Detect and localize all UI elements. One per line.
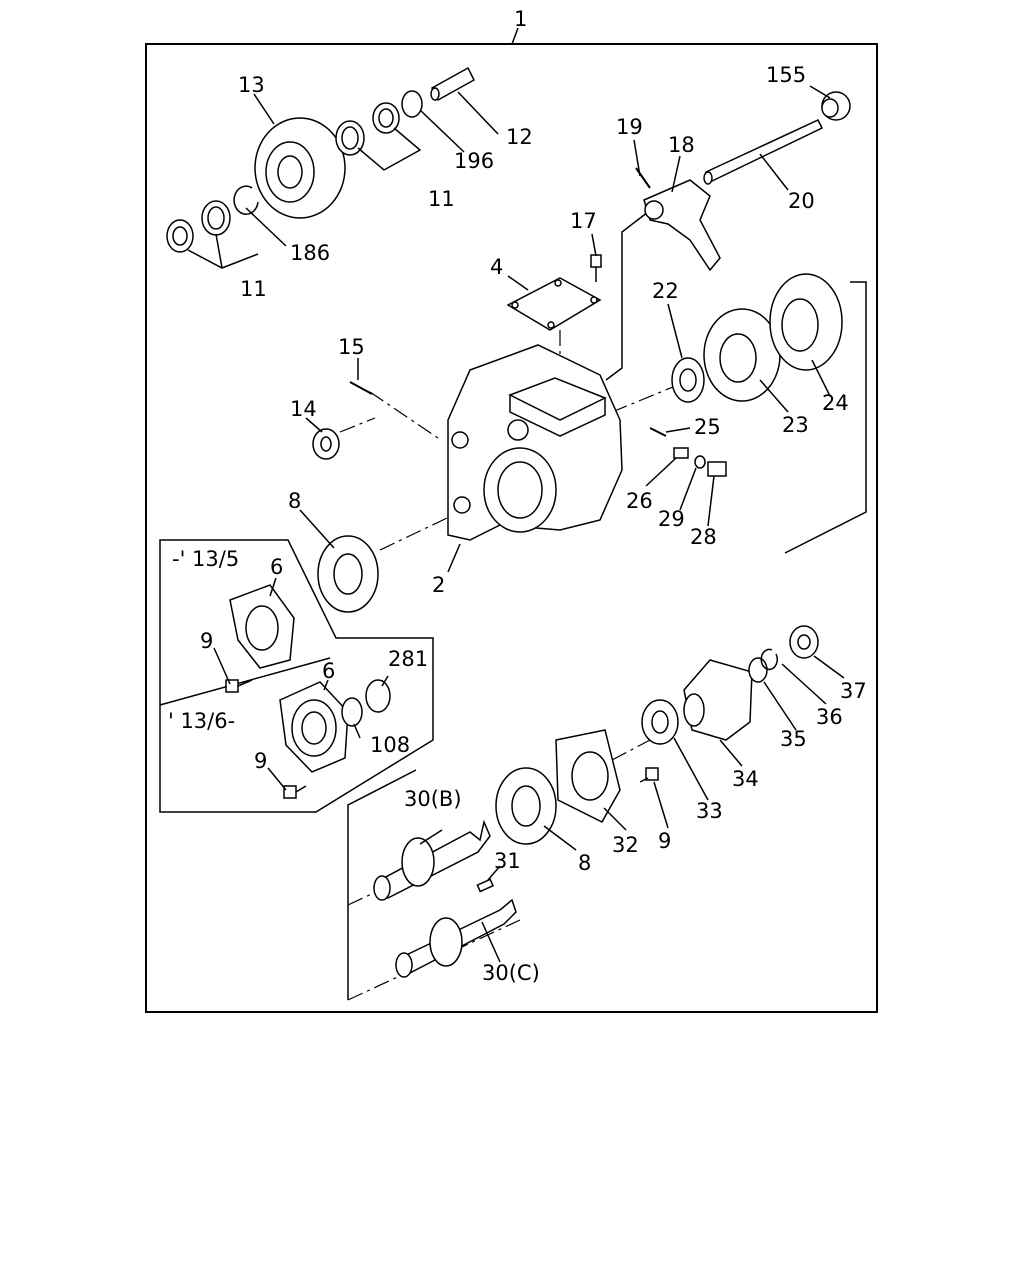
callout-186: 186	[290, 241, 330, 265]
shaft-12	[430, 66, 475, 102]
callout-23: 23	[782, 413, 809, 437]
snap-ring-36	[760, 648, 779, 671]
callout-34: 34	[732, 767, 759, 791]
callout-26: 26	[626, 489, 653, 513]
bearing-14	[312, 428, 340, 460]
assembly-frame	[145, 43, 878, 1013]
callout-6-upto: 6	[270, 555, 283, 579]
callout-11-upper: 11	[428, 187, 455, 211]
snap-ring-186	[233, 185, 259, 215]
ring-196	[401, 90, 423, 118]
variant-divider	[159, 657, 331, 706]
flange-6-upto	[229, 584, 295, 669]
nut-37	[789, 625, 819, 659]
pin-25	[649, 427, 667, 437]
washer-35	[748, 657, 768, 683]
key-31	[476, 878, 495, 893]
callout-196: 196	[454, 149, 494, 173]
flange-6-from	[279, 681, 349, 773]
callout-9-from: 9	[254, 749, 267, 773]
output-shaft-30c	[395, 898, 517, 978]
callout-9-lower: 9	[658, 829, 671, 853]
callout-22: 22	[652, 279, 679, 303]
cover-4	[506, 277, 602, 331]
callout-18: 18	[668, 133, 695, 157]
bearing-11-left	[166, 200, 231, 253]
pin-19	[635, 167, 651, 189]
callout-108: 108	[370, 733, 410, 757]
callout-155: 155	[766, 63, 806, 87]
callout-19: 19	[616, 115, 643, 139]
flange-32	[555, 729, 621, 823]
callout-30b: 30(B)	[404, 787, 462, 811]
callout-11-left: 11	[240, 277, 267, 301]
variant-frame	[159, 539, 434, 813]
shaft-20	[703, 119, 824, 185]
spring-26	[673, 447, 689, 459]
bushing-155	[821, 91, 851, 121]
bearing-8-lower	[495, 767, 557, 845]
assembly-label: 1	[514, 7, 527, 31]
callout-36: 36	[816, 705, 843, 729]
bearing-8-upper	[317, 535, 379, 613]
output-shaft-30b	[373, 819, 491, 901]
callout-25: 25	[694, 415, 721, 439]
callout-17: 17	[570, 209, 597, 233]
sleeve-24	[769, 273, 843, 371]
companion-flange-34	[683, 659, 753, 741]
fork-18	[643, 179, 721, 272]
callout-29: 29	[658, 507, 685, 531]
callout-33: 33	[696, 799, 723, 823]
callout-20: 20	[788, 189, 815, 213]
callout-6-from: 6	[322, 659, 335, 683]
bolt-9-from	[283, 785, 307, 799]
pin-15	[349, 381, 373, 395]
bolt-28	[707, 461, 727, 477]
callout-281: 281	[388, 647, 428, 671]
callout-15: 15	[338, 335, 365, 359]
washer-29	[694, 455, 706, 469]
variant-label-upto: -' 13/5	[172, 547, 239, 571]
leader-lines	[187, 85, 845, 963]
washer-22	[671, 357, 705, 403]
callout-31: 31	[494, 849, 521, 873]
callout-24: 24	[822, 391, 849, 415]
bracket-right	[784, 281, 867, 554]
gear-23	[703, 308, 781, 402]
bolt-17	[590, 254, 602, 282]
callout-12: 12	[506, 125, 533, 149]
callout-35: 35	[780, 727, 807, 751]
bolt-9-lower	[639, 767, 659, 783]
bearing-11-upper	[335, 102, 400, 156]
bracket-shaft-group	[347, 769, 417, 1000]
callout-30c: 30(C)	[482, 961, 540, 985]
centerline-bearing-14	[339, 417, 376, 433]
callout-8-upper: 8	[288, 489, 301, 513]
centerline-flange-33	[611, 739, 651, 761]
callout-4: 4	[490, 255, 503, 279]
bolt-9-upto	[225, 679, 253, 693]
callout-37: 37	[840, 679, 867, 703]
ring-281	[365, 679, 391, 713]
callout-32: 32	[612, 833, 639, 857]
centerline-pin-15	[369, 391, 439, 439]
variant-label-from: ' 13/6-	[168, 709, 235, 733]
housing-2	[447, 344, 623, 541]
leader-fork-18	[605, 211, 649, 381]
callout-8-lower: 8	[578, 851, 591, 875]
callout-13: 13	[238, 73, 265, 97]
callout-14: 14	[290, 397, 317, 421]
callout-28: 28	[690, 525, 717, 549]
callout-9-upto: 9	[200, 629, 213, 653]
ring-108	[341, 697, 363, 727]
seal-33	[641, 699, 679, 745]
callout-2: 2	[432, 573, 445, 597]
gear-13	[254, 117, 346, 219]
